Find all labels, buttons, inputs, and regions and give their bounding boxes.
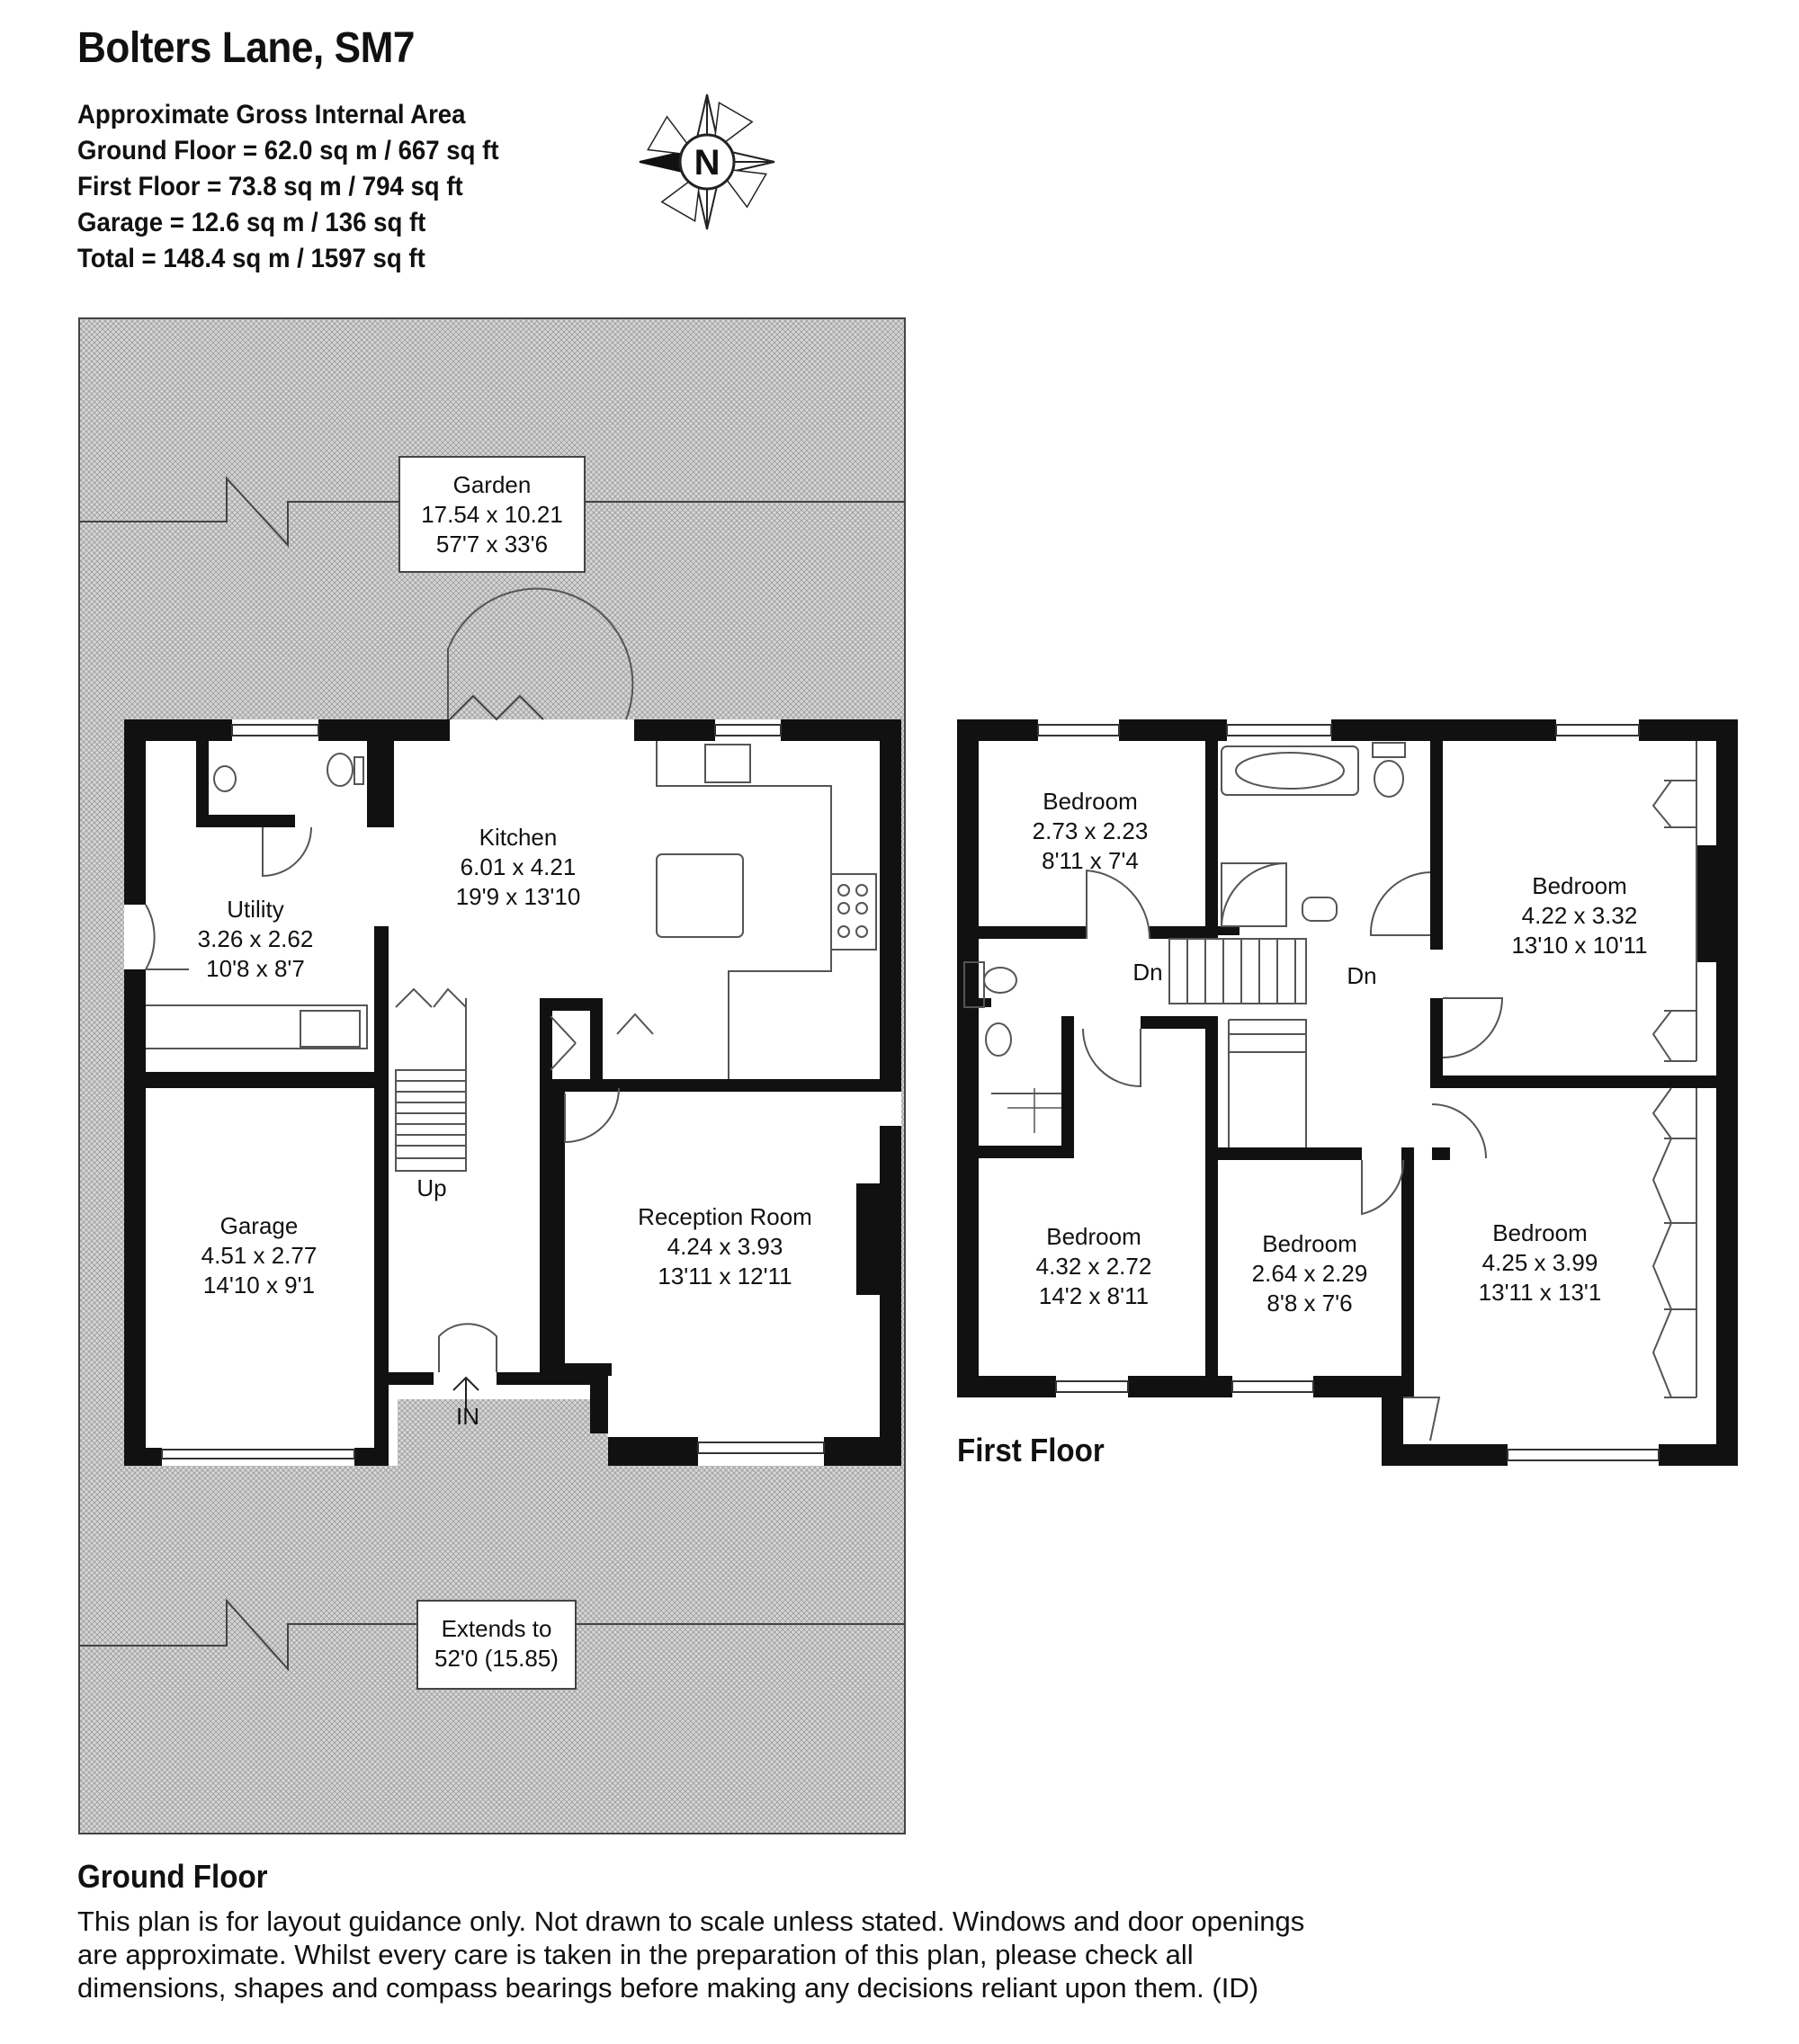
room-garden: Garden 17.54 x 10.21 57'7 x 33'6 [398,456,586,573]
room-dimensions-metric: 2.64 x 2.29 [1252,1260,1368,1287]
room-name: Reception Room [638,1203,812,1230]
disclaimer-line: dimensions, shapes and compass bearings … [77,1972,1259,2004]
stairs-down-label: Dn [1347,962,1376,989]
room-dimensions-imperial: 8'11 x 7'4 [1042,847,1139,874]
room-bedroom-4: Bedroom 2.64 x 2.29 8'8 x 7'6 [1252,1230,1368,1317]
room-garage: Garage 4.51 x 2.77 14'10 x 9'1 [201,1212,318,1299]
room-name: Bedroom [1043,788,1138,815]
room-name: Utility [227,896,284,923]
room-dimensions-metric: 4.51 x 2.77 [201,1242,318,1269]
ground-floor-label: Ground Floor [77,1858,268,1895]
disclaimer-line: are approximate. Whilst every care is ta… [77,1939,1194,1970]
room-name: Bedroom [1492,1219,1588,1246]
room-kitchen: Kitchen 6.01 x 4.21 19'9 x 13'10 [456,824,581,910]
area-first-floor: First Floor = 73.8 sq m / 794 sq ft [77,172,463,201]
room-name: Garden [453,471,532,498]
stairs-up-label: Up [416,1174,446,1201]
compass-icon: N [639,94,775,230]
compass-north-label: N [694,143,720,183]
room-dimensions-metric: 4.25 x 3.99 [1482,1249,1598,1276]
room-bedroom-1: Bedroom 2.73 x 2.23 8'11 x 7'4 [1033,788,1149,874]
ground-floor-walls [124,719,901,1466]
stairs-down-label: Dn [1132,959,1162,986]
room-dimensions-metric: 2.73 x 2.23 [1033,817,1149,844]
first-floor-label: First Floor [957,1432,1105,1468]
entrance-arrow-icon [452,1376,479,1408]
entrance-label: IN [456,1403,479,1430]
disclaimer: This plan is for layout guidance only. N… [77,1905,1337,2004]
extends-note: Extends to 52'0 (15.85) [416,1600,577,1690]
page-title: Bolters Lane, SM7 [77,24,416,72]
room-name: Kitchen [479,824,558,851]
room-name: Bedroom [1532,872,1627,899]
room-dimensions-metric: 6.01 x 4.21 [461,853,577,880]
area-summary: Approximate Gross Internal Area Ground F… [77,97,499,277]
room-dimensions-imperial: 14'2 x 8'11 [1039,1282,1149,1309]
area-ground-floor: Ground Floor = 62.0 sq m / 667 sq ft [77,136,499,165]
room-reception: Reception Room 4.24 x 3.93 13'11 x 12'11 [638,1203,812,1290]
extends-label: Extends to [442,1615,552,1642]
first-floor-walls [957,719,1738,1466]
room-dimensions-imperial: 19'9 x 13'10 [456,883,581,910]
room-dimensions-metric: 4.22 x 3.32 [1522,902,1638,929]
room-name: Bedroom [1046,1223,1141,1250]
area-heading: Approximate Gross Internal Area [77,100,466,129]
area-total: Total = 148.4 sq m / 1597 sq ft [77,244,425,273]
room-dimensions-imperial: 8'8 x 7'6 [1266,1290,1352,1317]
room-bedroom-3: Bedroom 4.32 x 2.72 14'2 x 8'11 [1036,1223,1152,1309]
room-dimensions-metric: 3.26 x 2.62 [198,925,314,952]
room-name: Garage [220,1212,299,1239]
room-utility: Utility 3.26 x 2.62 10'8 x 8'7 [198,896,314,982]
room-dimensions-metric: 4.32 x 2.72 [1036,1253,1152,1280]
room-name: Bedroom [1262,1230,1357,1257]
first-floor-interior [957,719,1738,1397]
room-dimensions-imperial: 14'10 x 9'1 [203,1272,315,1299]
room-dimensions-imperial: 57'7 x 33'6 [436,531,548,558]
room-dimensions-imperial: 13'11 x 13'1 [1479,1279,1602,1306]
room-dimensions-imperial: 13'10 x 10'11 [1511,932,1647,959]
area-garage: Garage = 12.6 sq m / 136 sq ft [77,208,426,237]
room-dimensions-imperial: 13'11 x 12'11 [658,1263,792,1290]
extends-value: 52'0 (15.85) [434,1645,559,1672]
room-dimensions-metric: 4.24 x 3.93 [667,1233,783,1260]
room-dimensions-imperial: 10'8 x 8'7 [206,955,305,982]
disclaimer-line: This plan is for layout guidance only. N… [77,1906,1305,1937]
ground-floor-interior [124,719,901,1466]
room-dimensions-metric: 17.54 x 10.21 [421,501,563,528]
room-bedroom-2: Bedroom 4.22 x 3.32 13'10 x 10'11 [1511,872,1647,959]
room-bedroom-5: Bedroom 4.25 x 3.99 13'11 x 13'1 [1479,1219,1602,1306]
